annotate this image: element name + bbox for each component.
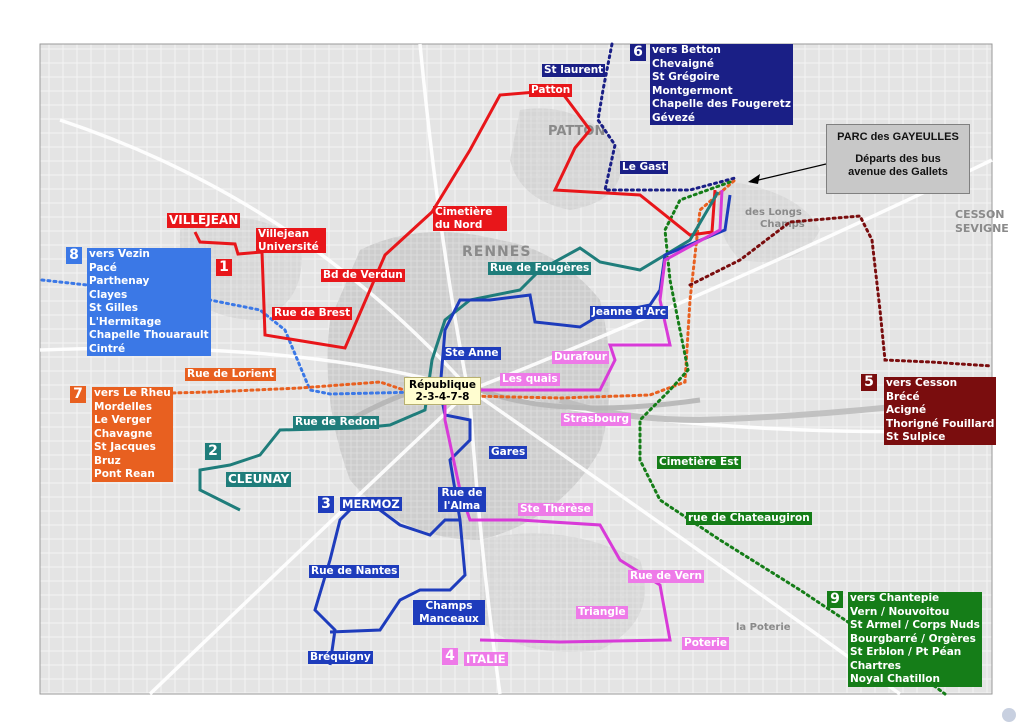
line-7-direction: Le Verger: [94, 414, 152, 426]
parc-callout: PARC des GAYEULLES Départs des bus avenu…: [826, 124, 970, 194]
line-7-direction: Pont Rean: [94, 468, 155, 480]
line-5-route: [688, 214, 994, 368]
line-6-direction: Montgermont: [652, 84, 733, 97]
line-8-direction: Parthenay: [89, 275, 150, 287]
line-4-terminus: ITALIE: [464, 652, 508, 666]
line-9-number: 9: [827, 591, 843, 608]
line-5-number: 5: [861, 374, 877, 391]
line-4-stop-ste-therese: Ste Thérèse: [518, 503, 593, 516]
line-3-number: 3: [318, 496, 334, 513]
line-6-direction: Gévezé: [652, 111, 695, 124]
line-2-route: [198, 191, 720, 512]
line-6-direction: Chevaigné: [652, 57, 714, 70]
svg-text:la Poterie: la Poterie: [736, 622, 791, 633]
line-6-number: 6: [630, 44, 646, 61]
line-9-direction: Noyal Chatillon: [850, 673, 940, 685]
line-1-stop-cimetiere-du-nord: Cimetière du Nord: [433, 206, 507, 231]
line-9-stop-rue-de-chateaugiron: rue de Chateaugiron: [686, 512, 812, 525]
svg-text:Champs: Champs: [760, 219, 805, 230]
line-8-direction: vers Vezin: [89, 248, 150, 260]
parc-subtitle: Départs des bus avenue des Gallets: [848, 153, 948, 178]
line-6-directions: vers Betton Chevaigné St Grégoire Montge…: [650, 44, 793, 125]
line-2-terminus: CLEUNAY: [226, 472, 292, 487]
line-5-direction: Acigné: [886, 404, 927, 416]
line-3-stop-brequigny: Bréquigny: [308, 651, 373, 664]
line-3-stop-ste-anne: Ste Anne: [443, 347, 501, 360]
line-8-direction: Chapelle Thouarault: [89, 329, 209, 341]
place-names: RENNES PATTON CESSON SEVIGNE des Longs C…: [462, 124, 1009, 633]
line-7-directions: vers Le Rheu Mordelles Le Verger Chavagn…: [92, 387, 173, 482]
svg-text:CESSON: CESSON: [955, 208, 1005, 221]
line-7-direction: St Jacques: [94, 441, 156, 453]
line-1-stop-patton: Patton: [529, 84, 573, 97]
line-4-stop-les-quais: Les quais: [500, 373, 560, 386]
line-9-route: [638, 180, 947, 696]
line-1-stop-bd-de-verdun: Bd de Verdun: [321, 269, 405, 282]
line-8-direction: Cintré: [89, 342, 126, 355]
parc-title: PARC des GAYEULLES: [837, 131, 959, 143]
line-2-number: 2: [205, 443, 221, 460]
line-4-number: 4: [442, 648, 458, 665]
line-6-direction: vers Betton: [652, 44, 721, 56]
line-3-stop-gares: Gares: [489, 446, 528, 459]
line-7-number: 7: [70, 386, 86, 403]
line-8-direction: St Gilles: [89, 302, 139, 314]
arrow-to-parc: [748, 163, 827, 184]
line-2-stop-rue-de-fougeres: Rue de Fougères: [488, 262, 592, 275]
line-5-direction: Brécé: [886, 390, 920, 403]
line-3-stop-jeanne-d-arc: Jeanne d'Arc: [590, 306, 669, 319]
line-1-terminus: VILLEJEAN: [167, 213, 241, 228]
line-9-directions: vers Chantepie Vern / Nouvoitou St Armel…: [848, 592, 982, 687]
line-8-directions: vers Vezin Pacé Parthenay Clayes St Gill…: [87, 248, 211, 356]
svg-text:RENNES: RENNES: [462, 244, 531, 260]
line-1-stop-rue-de-brest: Rue de Brest: [272, 307, 353, 320]
line-3-stop-rue-de-l-alma: Rue de l'Alma: [438, 487, 486, 512]
svg-text:SEVIGNE: SEVIGNE: [955, 222, 1009, 235]
line-9-direction: Bourgbarré / Orgères: [850, 632, 976, 645]
line-5-direction: vers Cesson: [886, 377, 958, 389]
line-3-stop-champs-manceaux: Champs Manceaux: [413, 600, 485, 625]
line-3-stop-rue-de-nantes: Rue de Nantes: [309, 565, 400, 578]
line-9-stop-cimetiere-est: Cimetière Est: [657, 456, 741, 469]
line-7-direction: vers Le Rheu: [94, 387, 171, 399]
svg-text:des Longs: des Longs: [745, 207, 802, 218]
line-9-direction: St Erblon / Pt Péan: [850, 646, 962, 658]
line-4-stop-poterie: Poterie: [682, 637, 729, 650]
line-7-direction: Mordelles: [94, 400, 153, 413]
line-6-direction: St Grégoire: [652, 71, 720, 83]
line-8-direction: Clayes: [89, 288, 128, 301]
republique-label: République 2-3-4-7-8: [404, 377, 482, 405]
line-8-number: 8: [66, 247, 82, 264]
line-5-directions: vers Cesson Brécé Acigné Thorigné Fouill…: [884, 377, 997, 445]
line-4-stop-rue-de-vern: Rue de Vern: [628, 570, 704, 583]
line-9-direction: St Armel / Corps Nuds: [850, 619, 980, 631]
line-4-route: [443, 189, 724, 644]
line-8-direction: Pacé: [89, 261, 117, 274]
line-8-direction: L'Hermitage: [89, 315, 162, 328]
line-5-direction: St Sulpice: [886, 431, 946, 443]
line-9-direction: vers Chantepie: [850, 592, 940, 604]
line-1-route: [193, 88, 717, 350]
line-9-direction: Vern / Nouvoitou: [850, 605, 950, 618]
line-9-direction: Chartres: [850, 659, 902, 672]
line-4-stop-durafour: Durafour: [552, 351, 609, 364]
line-6-stop-le-gast: Le Gast: [620, 161, 669, 174]
page-corner-dot: [1002, 708, 1016, 722]
svg-text:PATTON: PATTON: [548, 124, 605, 139]
line-6-direction: Chapelle des Fougeretz: [652, 98, 791, 110]
line-2-stop-rue-de-redon: Rue de Redon: [293, 416, 380, 429]
line-6-stop-st-laurent: St laurent: [542, 64, 606, 77]
line-1-number: 1: [216, 259, 232, 276]
line-4-stop-strasbourg: Strasbourg: [561, 413, 631, 426]
line-1-stop-villejean-universite: Villejean Université: [256, 228, 326, 253]
line-7-direction: Bruz: [94, 454, 121, 467]
line-7-stop-rue-de-lorient: Rue de Lorient: [185, 368, 276, 381]
line-6-route: [596, 42, 737, 192]
line-5-direction: Thorigné Fouillard: [886, 417, 995, 430]
line-7-direction: Chavagne: [94, 427, 153, 440]
line-3-terminus: MERMOZ: [340, 497, 402, 511]
line-4-stop-triangle: Triangle: [576, 606, 628, 619]
